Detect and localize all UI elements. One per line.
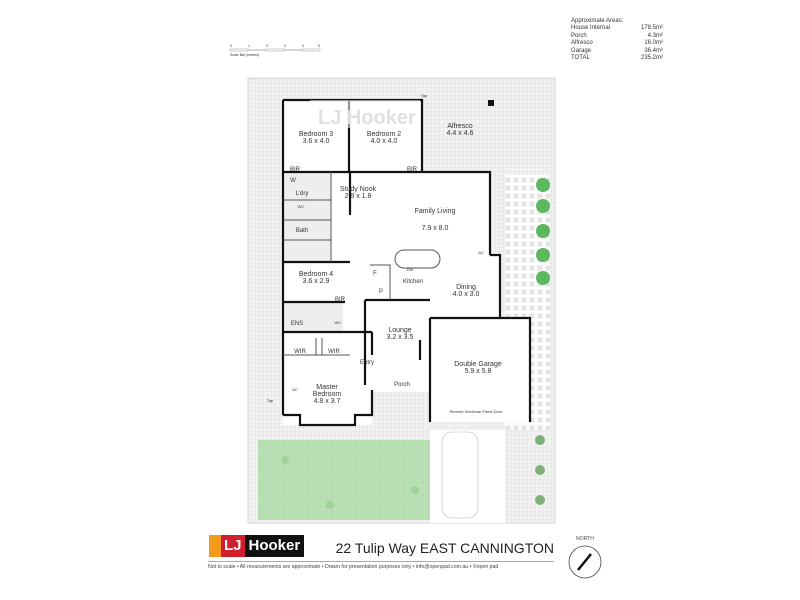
- wc-label: WC: [298, 204, 305, 209]
- areas-title: Approximate Areas:: [571, 18, 624, 24]
- area-row: TOTAL 235.2m²: [571, 55, 663, 62]
- room-name: Alfresco: [447, 123, 472, 130]
- scale-bar: 0 1 2 3 4 5 Scale Bar (metres): [229, 44, 321, 57]
- scale-tick: 5: [318, 44, 320, 48]
- trees: [281, 178, 550, 509]
- areas-table: Approximate Areas: House Internal 178.5m²…: [571, 18, 663, 62]
- room-size: 4.8 x 3.7: [314, 398, 341, 405]
- entry-label: Entry: [360, 360, 374, 366]
- scale-tick: 2: [266, 44, 268, 48]
- scale-label: Scale Bar (metres): [230, 53, 259, 57]
- fridge-label: F: [373, 271, 377, 277]
- footer-disclaimer: Not to scale • All measurements are appr…: [208, 564, 499, 570]
- area-label: Alfresco: [571, 40, 593, 47]
- room-labels: Bedroom 33.6 x 4.0 Bedroom 24.0 x 4.0 Al…: [299, 123, 502, 405]
- porch-label: Porch: [394, 382, 410, 388]
- watermark-bg: [310, 100, 420, 128]
- area-row: House Internal 178.5m²: [571, 25, 663, 32]
- logo-hooker: Hooker: [244, 535, 305, 557]
- laundry-label: L'dry: [296, 191, 309, 197]
- bir-label: BIR: [335, 297, 346, 303]
- room-size: 2.8 x 1.8: [345, 193, 372, 200]
- house-footprint: [283, 100, 530, 425]
- wir-label: WIR: [328, 349, 340, 355]
- lawn: [258, 440, 430, 520]
- room-name: Master: [316, 384, 338, 391]
- area-row: Garage 36.4m²: [571, 48, 663, 55]
- area-value: 4.3m²: [647, 32, 663, 39]
- room-size: 4.0 x 3.0: [453, 291, 480, 298]
- tap-label: Tap: [421, 93, 428, 98]
- garage-door-label: Remote Sectional Panel-Door: [450, 409, 504, 414]
- room-size: 5.9 x 5.8: [465, 368, 492, 375]
- property-address: 22 Tulip Way EAST CANNINGTON: [335, 540, 554, 556]
- wet-areas: [283, 172, 331, 262]
- wir-label: WIR: [294, 349, 306, 355]
- room-name: Bedroom 4: [299, 271, 333, 278]
- area-label: Garage: [571, 47, 592, 54]
- bath-label: Bath: [296, 228, 308, 234]
- room-name: Study Nook: [340, 186, 377, 193]
- scale-tick: 3: [284, 44, 286, 48]
- kitchen-label: Kitchen: [403, 279, 423, 285]
- scale-tick: 1: [248, 44, 250, 48]
- room-size: 3.6 x 4.0: [303, 138, 330, 145]
- room-name: Lounge: [388, 327, 411, 334]
- car-outline: [441, 431, 479, 519]
- room-size: 4.0 x 4.0: [371, 138, 398, 145]
- room-name: Bedroom 3: [299, 131, 333, 138]
- bbq-icon: [488, 100, 494, 106]
- area-value: 36.4m²: [644, 47, 663, 54]
- area-value: 178.5m²: [640, 25, 663, 32]
- watermark: LJ Hooker: [318, 107, 416, 129]
- room-name: Double Garage: [454, 361, 502, 368]
- north-label: NORTH: [576, 536, 594, 542]
- scale-tick: 4: [302, 44, 304, 48]
- room-size: 3.2 x 3.5: [387, 334, 414, 341]
- logo-stripe: [209, 535, 221, 557]
- bir-label: BIR: [407, 167, 418, 173]
- dishwasher-label: DW: [407, 267, 414, 272]
- area-label: House Internal: [571, 25, 611, 32]
- area-row: Porch 4.3m²: [571, 33, 663, 40]
- ensuite-label: ENS: [291, 321, 303, 327]
- room-size: 4.4 x 4.6: [447, 130, 474, 137]
- area-row: Alfresco 16.0m²: [571, 40, 663, 47]
- room-size: 3.6 x 2.9: [303, 278, 330, 285]
- room-name: Bedroom 2: [367, 131, 401, 138]
- area-label: Porch: [571, 32, 587, 39]
- pantry-label: P: [379, 289, 383, 295]
- room-name: Dining: [456, 284, 476, 291]
- wc-label: WC: [335, 320, 342, 325]
- area-label: TOTAL: [571, 55, 590, 62]
- divider: [208, 561, 554, 562]
- washer-label: W: [290, 178, 296, 184]
- ac-label: AC: [478, 250, 484, 255]
- ac-label: AC: [292, 387, 298, 392]
- area-value: 235.2m²: [640, 55, 663, 62]
- north-indicator: NORTH: [560, 536, 610, 587]
- room-name: Family Living: [415, 208, 456, 215]
- logo-lj: LJ: [221, 535, 245, 557]
- driveway: [430, 430, 505, 523]
- ensuite-floor: [283, 302, 343, 332]
- room-name: Bedroom: [313, 391, 342, 398]
- scale-tick: 0: [230, 44, 232, 48]
- north-arrow-icon: [568, 545, 602, 579]
- area-value: 16.0m²: [644, 40, 663, 47]
- tap-label: Tap: [267, 398, 274, 403]
- lj-hooker-logo: LJ Hooker: [209, 535, 305, 557]
- bir-label: BIR: [290, 167, 301, 173]
- room-size: 7.9 x 8.0: [422, 225, 449, 232]
- inner-walls: [283, 172, 441, 356]
